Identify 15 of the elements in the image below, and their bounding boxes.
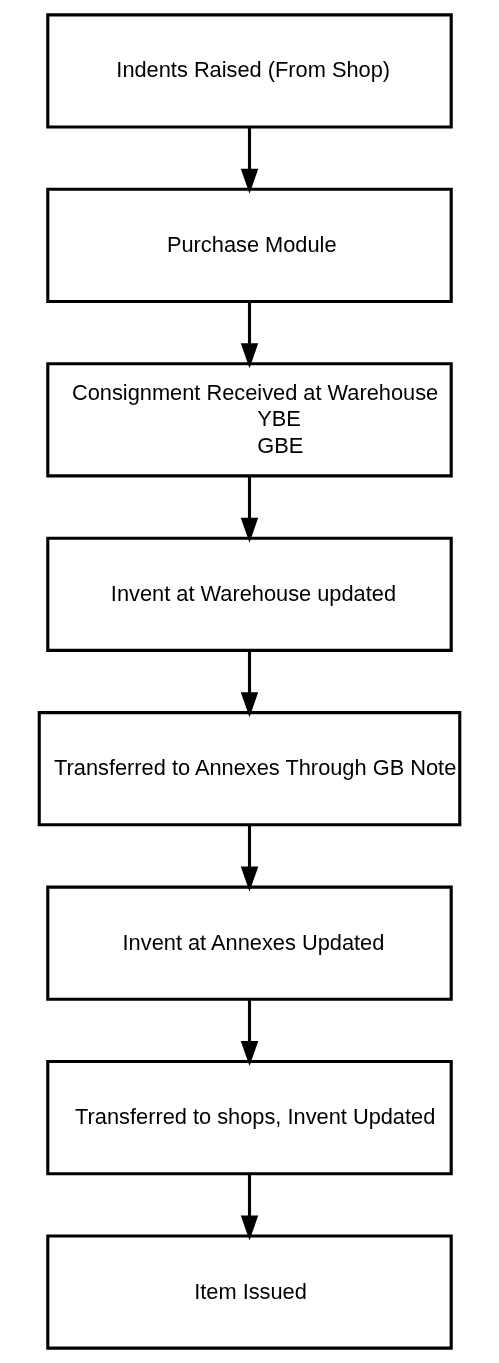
- arrow: [240, 824, 259, 892]
- node-box: Consignment Received at Warehouse YBE GBE: [46, 362, 453, 478]
- arrow: [240, 476, 259, 543]
- arrow: [240, 650, 259, 718]
- node-box: Transferred to Annexes Through GB Note: [37, 711, 462, 827]
- arrow: [240, 1173, 259, 1241]
- arrow: [240, 127, 259, 194]
- arrow: [240, 301, 259, 369]
- node-box: Invent at Warehouse updated: [46, 536, 453, 652]
- node-box: Transferred to shops, Invent Updated: [46, 1060, 453, 1176]
- node-box: Invent at Annexes Updated: [46, 885, 453, 1001]
- node-box: Indents Raised (From Shop): [46, 13, 453, 129]
- node-box: Item Issued: [46, 1234, 453, 1350]
- node-box: Purchase Module: [46, 187, 453, 303]
- arrow: [240, 999, 259, 1067]
